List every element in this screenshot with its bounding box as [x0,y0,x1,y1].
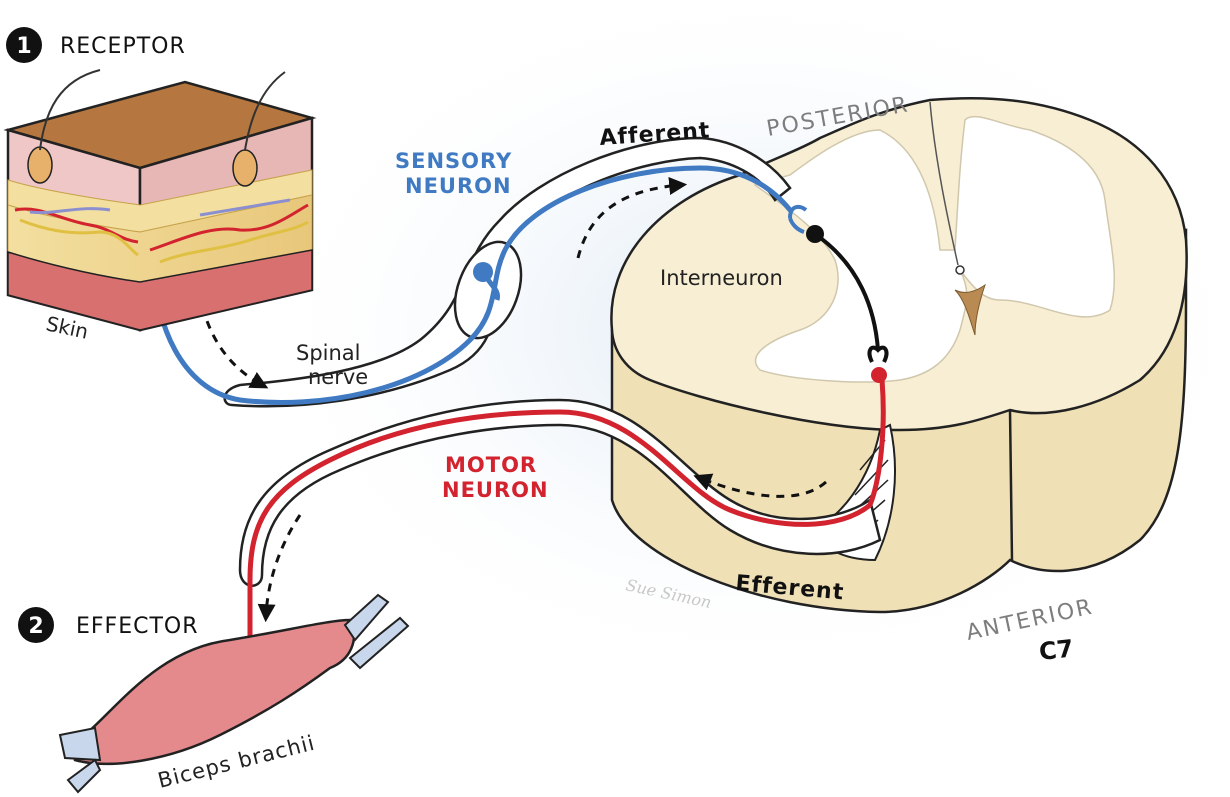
interneuron-path [813,232,880,351]
step-badge-2 [18,607,54,643]
motor-neuron-label-1: MOTOR [445,453,537,477]
step-badge-1 [6,27,42,63]
spinal-nerve-label-1: Spinal [296,341,361,365]
spinal-cord-icon [610,96,1188,614]
effector-label: EFFECTOR [76,614,199,639]
receptor-label: RECEPTOR [60,34,186,59]
receptor-step: 1 RECEPTOR [6,27,186,63]
motor-cell-body [871,367,887,383]
dashed-arrow-icon [198,177,827,623]
step-number-2: 2 [28,614,43,639]
motor-neuron-path [247,377,886,693]
skin-block-icon [3,69,317,332]
sensory-neuron-path [152,165,793,405]
effector-step: 2 EFFECTOR [18,607,199,643]
sensory-neuron-label-2: NEURON [405,174,512,198]
spinal-nerve-label-2: nerve [308,365,368,389]
spinal-nerve-icon [223,136,882,587]
sensory-neuron-label-1: SENSORY [395,149,512,173]
muscle-icon [58,593,410,794]
motor-neuron-label-2: NEURON [442,478,549,502]
interneuron-label: Interneuron [660,266,783,290]
segment-label: C7 [1038,635,1075,666]
step-number-1: 1 [16,34,31,59]
